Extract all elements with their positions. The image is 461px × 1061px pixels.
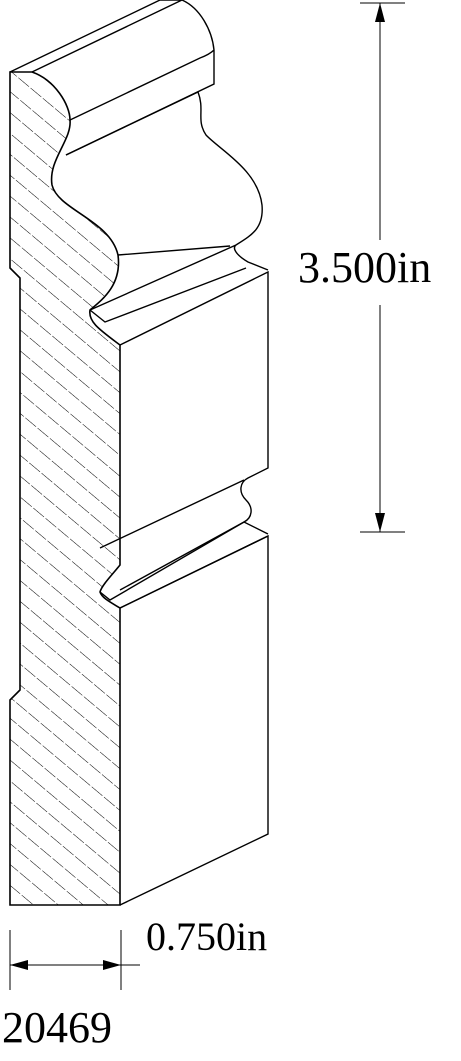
part-number-label: 20469 (2, 1003, 112, 1052)
width-dimension-label: 0.750in (146, 914, 268, 959)
height-dimension (360, 3, 405, 532)
profile-cross-section (10, 72, 120, 905)
width-dimension (10, 930, 140, 990)
mid-bead-face (100, 480, 268, 608)
ogee-face (66, 92, 268, 310)
lower-flat-face (120, 536, 268, 905)
height-dimension-label: 3.500in (298, 243, 432, 292)
upper-flat-face (90, 268, 268, 590)
top-bead-face (10, 0, 214, 155)
